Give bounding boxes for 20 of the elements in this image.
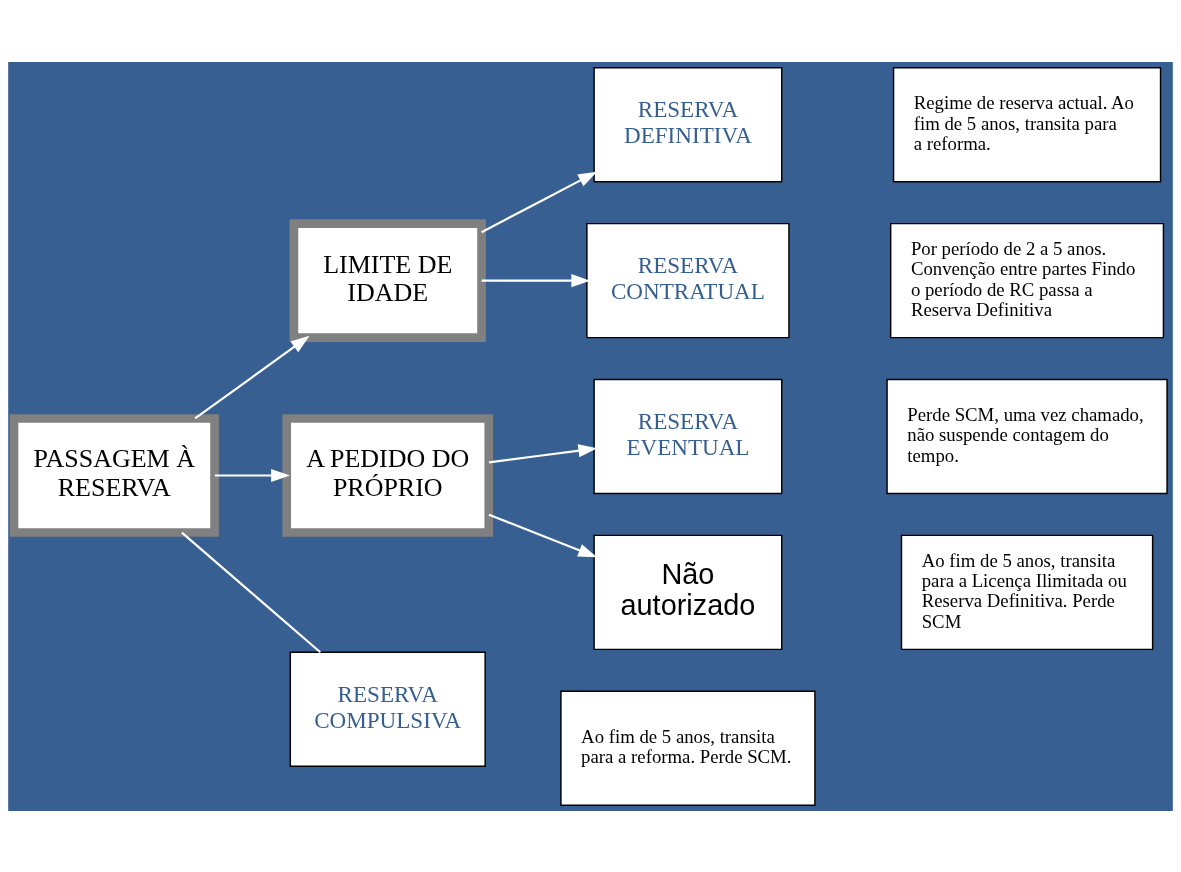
node-box: Perde SCM, uma vez chamado, não suspende contagem do tempo. (886, 378, 1168, 494)
connector (181, 531, 321, 653)
node-box: RESERVA CONTRATUAL (586, 222, 790, 338)
node-box: Regime de reserva actual. Ao fim de 5 anos, transita para a reforma. (892, 66, 1162, 182)
arrow (194, 335, 310, 419)
node-box: Por período de 2 a 5 anos. Convenção entre partes Findo o período de RC passa a Reserva Definitiva (889, 222, 1165, 338)
arrow (214, 468, 290, 482)
node-box: PASSAGEM À RESERVA (9, 413, 219, 537)
node-box: Não autorizado (593, 534, 783, 650)
node-box: RESERVA DEFINITIVA (593, 66, 783, 182)
node-box: Ao fim de 5 anos, transita para a reforma. Perde SCM. (560, 690, 816, 806)
node-box: A PEDIDO DO PRÓPRIO (282, 413, 494, 537)
arrow (481, 273, 591, 287)
node-box: LIMITE DE IDADE (289, 218, 486, 342)
node-box: RESERVA EVENTUAL (593, 378, 783, 494)
arrow (488, 513, 597, 557)
arrow (481, 171, 597, 233)
node-box: Ao fim de 5 anos, transita para a Licença Ilimitada ou Reserva Definitiva. Perde SCM (900, 534, 1154, 650)
node-box: RESERVA COMPULSIVA (289, 651, 486, 767)
arrow (488, 443, 598, 463)
